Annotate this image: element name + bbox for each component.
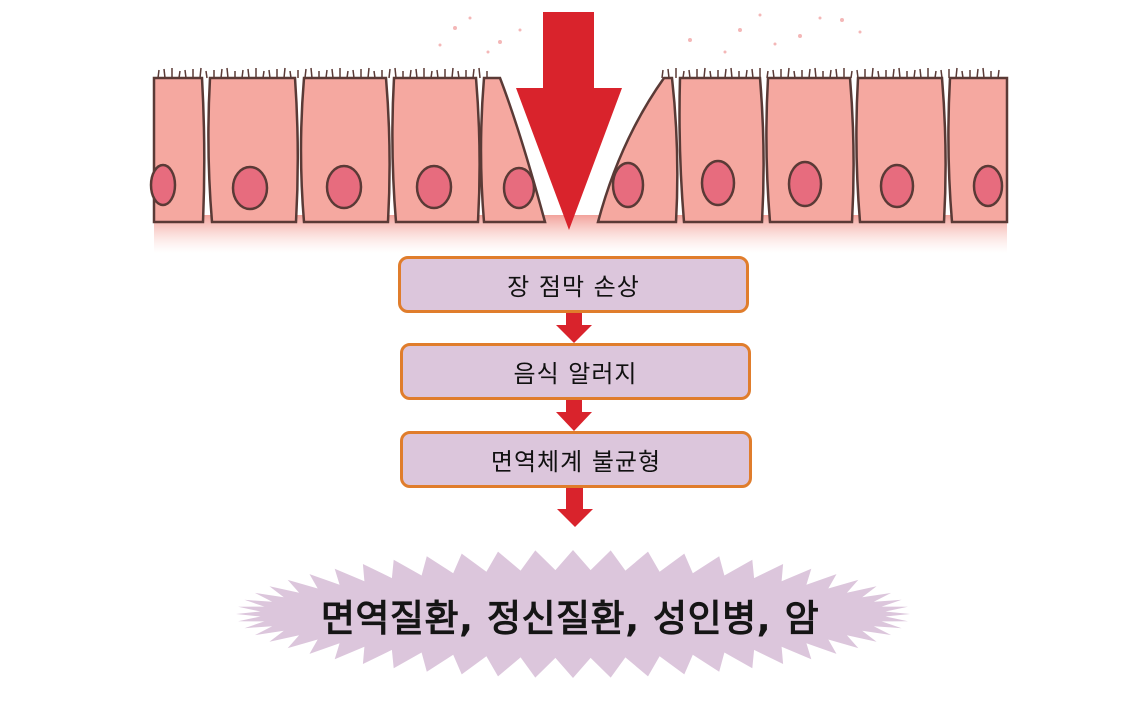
down-arrow-icon <box>516 12 622 230</box>
microvillus <box>772 69 775 79</box>
microvillus <box>436 69 439 79</box>
microvillus <box>415 68 418 79</box>
microvillus <box>451 67 454 79</box>
microvillus <box>913 69 916 79</box>
step-label: 면역체계 불균형 <box>490 448 662 476</box>
microvillus <box>346 70 349 79</box>
microvillus <box>325 69 328 79</box>
microvillus <box>751 68 754 79</box>
step-label: 음식 알러지 <box>513 360 638 388</box>
step-label: 장 점막 손상 <box>507 273 640 301</box>
step-box-immune-imbalance: 면역체계 불균형 <box>400 431 752 488</box>
microvillus <box>745 69 748 79</box>
microvillus <box>388 68 391 79</box>
microvillus <box>373 70 376 79</box>
microvillus <box>667 68 670 79</box>
microvillus <box>262 70 265 79</box>
microvillus <box>856 69 859 79</box>
microvillus <box>961 70 964 79</box>
microvillus <box>709 70 712 79</box>
microvillus <box>184 69 187 79</box>
nucleus <box>879 163 915 209</box>
nucleus <box>700 159 736 207</box>
microvillus <box>352 69 355 79</box>
microvillus <box>241 69 244 79</box>
microvillus <box>199 67 202 79</box>
nucleus <box>415 164 453 210</box>
nucleus <box>231 165 269 211</box>
outcome-label: 면역질환, 정신질환, 성인병, 암 <box>320 597 820 640</box>
microvillus <box>835 68 838 79</box>
nucleus <box>502 166 536 210</box>
nucleus <box>611 161 645 209</box>
microvillus <box>289 70 292 79</box>
microvillus <box>220 68 223 79</box>
nucleus <box>325 164 363 210</box>
microvillus <box>724 68 727 79</box>
microvillus <box>310 67 313 79</box>
cell-nuclei <box>149 159 1004 211</box>
microvillus <box>283 67 286 79</box>
microvillus <box>457 70 460 79</box>
step-box-food-allergy: 음식 알러지 <box>400 343 751 400</box>
microvillus <box>331 68 334 79</box>
microvillus <box>877 70 880 79</box>
small-down-arrow-icon <box>556 400 592 431</box>
microvillus <box>976 68 979 79</box>
step-box-intestinal-damage: 장 점막 손상 <box>398 256 749 313</box>
microvillus <box>730 67 733 79</box>
small-down-arrow-icon <box>557 488 593 527</box>
microvillus <box>226 67 229 79</box>
microvillus <box>955 67 958 79</box>
microvillus <box>787 67 790 79</box>
microvilli <box>157 67 1000 79</box>
microvillus <box>304 68 307 79</box>
microvillus <box>766 70 769 79</box>
microvillus <box>703 67 706 79</box>
microvillus <box>472 68 475 79</box>
small-down-arrow-icon <box>556 313 592 343</box>
microvillus <box>430 70 433 79</box>
microvillus <box>829 69 832 79</box>
microvillus <box>919 68 922 79</box>
nucleus <box>787 160 823 208</box>
microvillus <box>982 67 985 79</box>
microvillus <box>394 67 397 79</box>
microvillus <box>793 70 796 79</box>
cell-row <box>152 76 1009 224</box>
microvillus <box>682 70 685 79</box>
microvillus <box>157 69 160 79</box>
nucleus <box>149 163 177 207</box>
nucleus <box>972 164 1004 208</box>
microvillus <box>409 69 412 79</box>
microvillus <box>808 68 811 79</box>
epithelial-cell <box>299 76 391 224</box>
epithelial-cell <box>855 76 947 224</box>
microvillus <box>940 69 943 79</box>
microvillus <box>205 70 208 79</box>
microvillus <box>367 67 370 79</box>
microvillus <box>898 67 901 79</box>
microvillus <box>688 69 691 79</box>
particles <box>438 13 862 54</box>
epithelial-cell <box>391 76 481 224</box>
microvillus <box>814 67 817 79</box>
microvillus <box>247 68 250 79</box>
microvillus <box>997 69 1000 79</box>
microvillus <box>934 70 937 79</box>
microvillus <box>871 67 874 79</box>
outcome-burst <box>236 550 910 678</box>
microvillus <box>178 70 181 79</box>
microvillus <box>163 68 166 79</box>
epithelial-cell <box>207 76 300 224</box>
microvillus <box>892 68 895 79</box>
microvillus <box>850 70 853 79</box>
microvillus <box>478 67 481 79</box>
epithelial-cell <box>678 76 765 224</box>
microvillus <box>661 69 664 79</box>
microvillus <box>268 69 271 79</box>
